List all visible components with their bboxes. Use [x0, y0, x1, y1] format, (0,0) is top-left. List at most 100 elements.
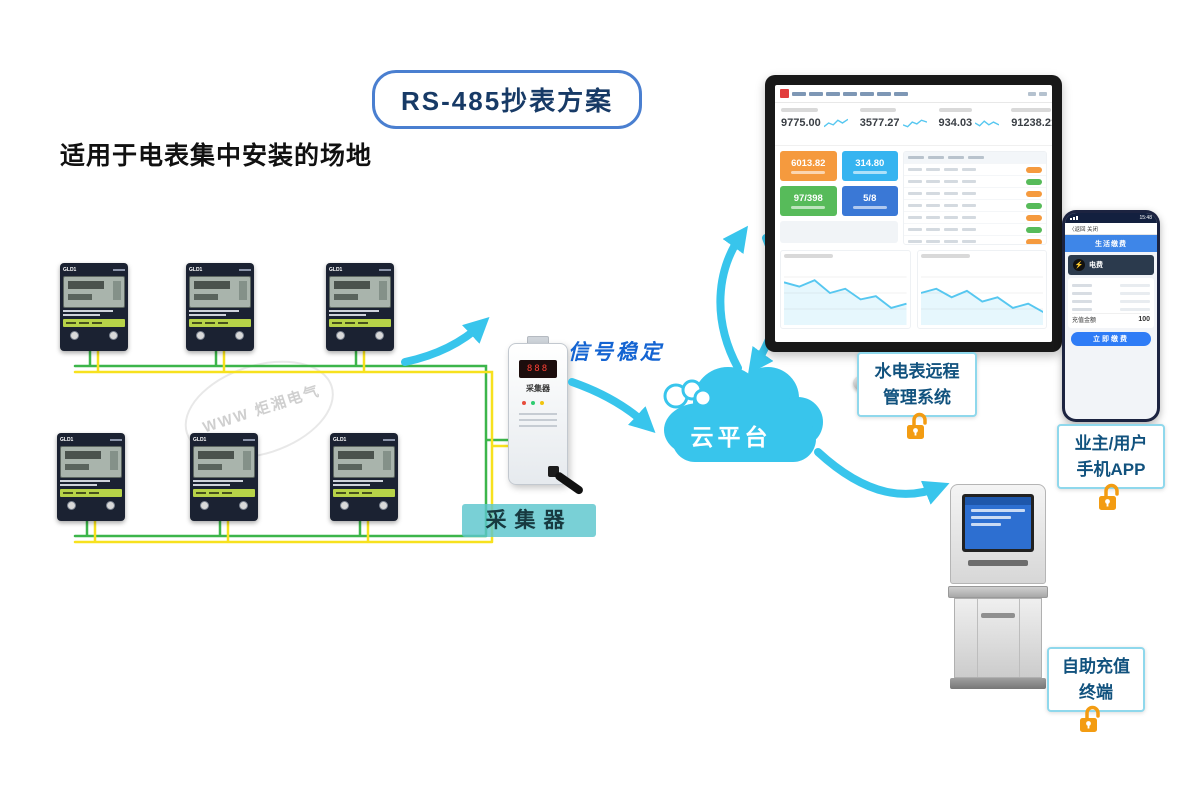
watermark: WWW 炬湘电气 [172, 343, 347, 477]
amount-value: 100 [1138, 316, 1150, 323]
signal-bars-icon [1070, 216, 1078, 220]
meter-button [200, 501, 209, 510]
unlock-icon [907, 412, 927, 439]
phone-banner: 生活缴费 [1065, 235, 1157, 252]
management-system-label: 水电表远程 管理系统 [857, 352, 977, 417]
fee-item-label: 电费 [1089, 262, 1103, 269]
dashboard-screen: 9775.00 3577.27 934.03 91238.21 [775, 85, 1052, 342]
meter-button [196, 331, 205, 340]
meter-label-strip [63, 319, 125, 327]
tile-navy: 5/8 [841, 186, 898, 216]
stat-card: 91238.21 [1005, 103, 1052, 145]
stat-value: 91238.21 [1011, 117, 1052, 129]
table-row [904, 223, 1046, 235]
collector-name-badge: 采集器 [462, 504, 596, 537]
electric-meter-1: GLD1 [60, 263, 128, 351]
stat-card: 9775.00 [775, 103, 854, 145]
tile-blue: 314.80 [841, 151, 898, 181]
meter-vent [113, 269, 125, 271]
table-header [904, 152, 1046, 163]
dashboard-navbar [775, 85, 1052, 103]
row-status-pill [1026, 166, 1042, 173]
stat-value: 934.03 [938, 117, 973, 129]
kiosk-screen-header [965, 497, 1031, 505]
kiosk-ledge [948, 586, 1048, 598]
row-status-pill [1026, 178, 1042, 185]
kiosk-cabinet [954, 598, 1042, 678]
meter-button [109, 331, 118, 340]
dashboard-table [903, 151, 1047, 245]
meter-lcd-screen [189, 276, 251, 308]
electric-meter-4: GLD1 [57, 433, 125, 521]
meter-brand: GLD1 [329, 267, 343, 273]
arrow-collector-to-cloud [568, 378, 656, 433]
row-status-pill [1026, 190, 1042, 197]
arrow-meters-to-collector [401, 317, 490, 366]
signal-stable-text: 信号稳定 [568, 341, 664, 364]
kiosk-base [950, 678, 1046, 689]
meter-vent [383, 439, 395, 441]
row-status-pill [1026, 214, 1042, 221]
smartphone: 15:48 〈返回 关闭 生活缴费 ⚡ 电费 充值金额 100 立即缴费 [1062, 210, 1160, 422]
table-row [904, 163, 1046, 175]
dashboard-logo [780, 89, 789, 98]
electricity-fee-item: ⚡ 电费 [1068, 255, 1154, 275]
arrow-cloud-to-kiosk [814, 448, 950, 505]
meter-label-strip [60, 489, 122, 497]
phone-clock: 15:48 [1139, 215, 1152, 221]
electric-meter-5: GLD1 [190, 433, 258, 521]
electric-meter-3: GLD1 [326, 263, 394, 351]
phone-screen: 15:48 〈返回 关闭 生活缴费 ⚡ 电费 充值金额 100 立即缴费 [1065, 213, 1157, 419]
self-service-kiosk [948, 484, 1048, 702]
meter-vent [110, 439, 122, 441]
table-row [904, 187, 1046, 199]
cloud-platform-label: 云平台 [690, 424, 772, 450]
kiosk-head [950, 484, 1046, 584]
meter-button [379, 501, 388, 510]
kiosk-screen [965, 497, 1031, 549]
dashboard-tiles: 6013.82 314.80 97/398 5/8 [780, 151, 898, 245]
title-badge: RS-485抄表方案 [372, 70, 643, 129]
meter-brand: GLD1 [189, 267, 203, 273]
meter-brand: GLD1 [63, 267, 77, 273]
account-info-card: 充值金额 100 [1068, 278, 1154, 328]
collector-device: 888 采集器 [508, 343, 568, 485]
meter-button [67, 501, 76, 510]
table-row [904, 199, 1046, 211]
meter-button [340, 501, 349, 510]
subtitle: 适用于电表集中安装的场地 [60, 142, 373, 170]
stat-card: 934.03 [933, 103, 1006, 145]
meter-button [70, 331, 79, 340]
row-status-pill [1026, 238, 1042, 244]
meter-vent [243, 439, 255, 441]
electric-meter-2: GLD1 [186, 263, 254, 351]
meter-label-strip [329, 319, 391, 327]
amount-label: 充值金额 [1072, 318, 1097, 324]
antenna-joint [548, 466, 559, 477]
meter-label-strip [193, 489, 255, 497]
meter-lcd-screen [329, 276, 391, 308]
tile-placeholder [780, 221, 898, 243]
recharge-terminal-label: 自助充值 终端 [1047, 647, 1145, 712]
meter-brand: GLD1 [60, 437, 74, 443]
electric-meter-6: GLD1 [330, 433, 398, 521]
phone-status-bar: 15:48 [1065, 213, 1157, 223]
table-row [904, 211, 1046, 223]
collector-led-display: 888 [519, 360, 557, 378]
meter-brand: GLD1 [193, 437, 207, 443]
line-chart-right [916, 250, 1047, 329]
meter-lcd-screen [60, 446, 122, 478]
meter-brand: GLD1 [333, 437, 347, 443]
collector-indicator-lights [522, 401, 554, 405]
meter-vent [379, 269, 391, 271]
meter-label-strip [189, 319, 251, 327]
title-text: RS-485抄表方案 [401, 86, 614, 116]
meter-button [106, 501, 115, 510]
table-row [904, 235, 1046, 244]
meter-button [235, 331, 244, 340]
unlock-icon [1080, 705, 1100, 732]
meter-lcd-screen [333, 446, 395, 478]
pay-now-button: 立即缴费 [1071, 332, 1151, 346]
tile-green: 97/398 [780, 186, 837, 216]
